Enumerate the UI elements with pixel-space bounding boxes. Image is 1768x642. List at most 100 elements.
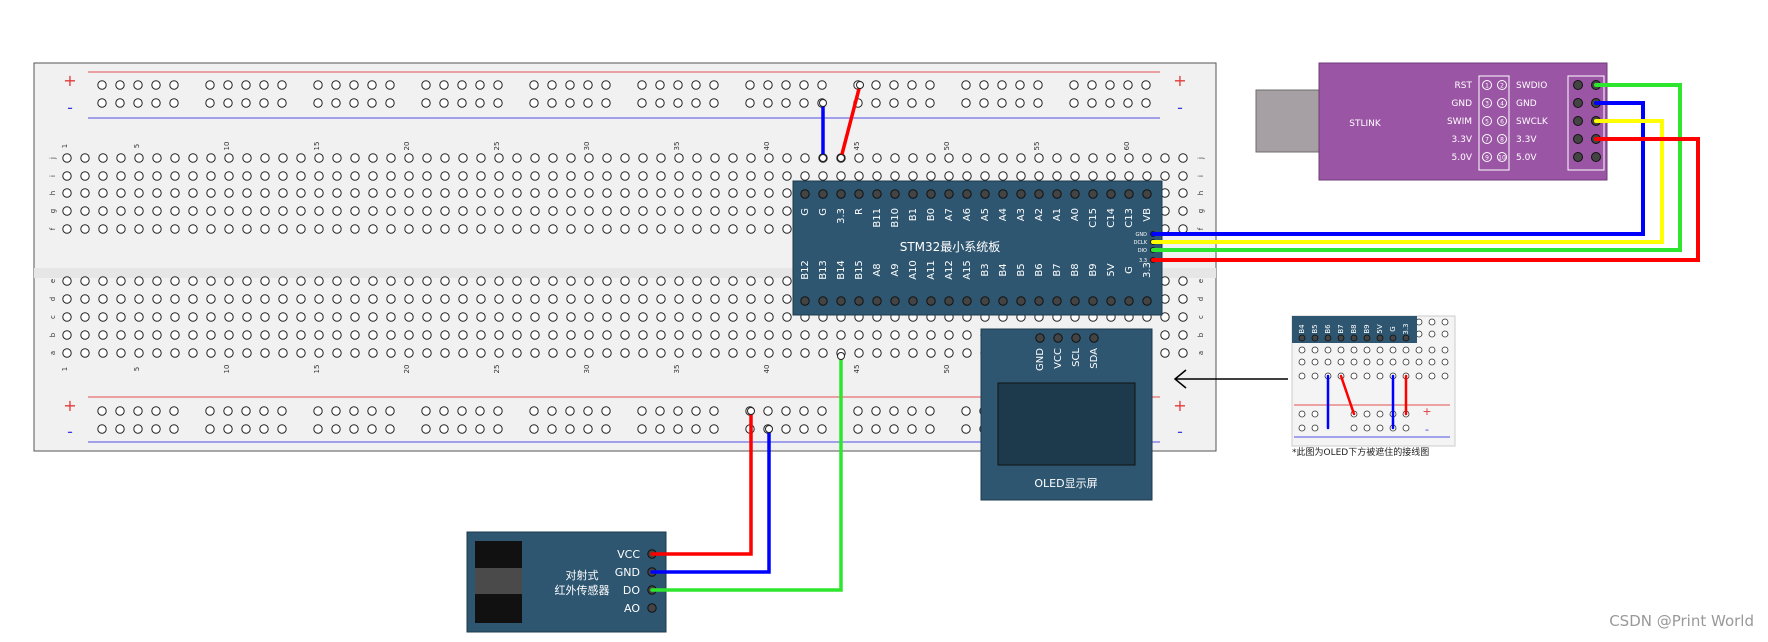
rail-hole <box>277 80 287 90</box>
inset-hole <box>1389 346 1397 354</box>
rail-hole <box>169 406 179 416</box>
rail-hole <box>673 406 683 416</box>
stm32-bottom-pin <box>836 296 846 306</box>
breadboard-hole <box>314 330 324 340</box>
rail-hole <box>169 98 179 108</box>
breadboard-hole <box>386 330 396 340</box>
stm32-top-pin-label: A5 <box>980 208 991 221</box>
stlink-pin-number-ring <box>1497 116 1507 126</box>
breadboard-hole <box>80 348 90 358</box>
breadboard-hole <box>566 153 576 163</box>
row-letter: c <box>1197 315 1205 319</box>
stlink-pin-number-ring <box>1482 80 1492 90</box>
rail-hole <box>349 406 359 416</box>
rail-hole <box>529 424 539 434</box>
stlink-left-label: GND <box>1451 99 1472 109</box>
breadboard-hole <box>476 276 486 286</box>
stlink-pin-number-ring <box>1482 116 1492 126</box>
wire-end-hole <box>765 425 773 433</box>
breadboard-hole <box>80 188 90 198</box>
rail-hole <box>493 98 503 108</box>
column-number-top: 40 <box>763 142 771 151</box>
breadboard-hole <box>458 171 468 181</box>
breadboard-hole <box>188 206 198 216</box>
inset-pin-label: B5 <box>1311 324 1319 333</box>
rail-hole <box>565 80 575 90</box>
breadboard-hole <box>890 171 900 181</box>
breadboard-hole <box>314 171 324 181</box>
column-number-bottom: 30 <box>583 365 591 374</box>
breadboard-hole <box>242 312 252 322</box>
breadboard-hole <box>386 276 396 286</box>
rail-hole <box>115 424 125 434</box>
row-letter: j <box>1197 157 1205 160</box>
breadboard-hole <box>1178 171 1188 181</box>
row-letter: b <box>49 332 57 337</box>
stm32-board-body <box>792 180 1163 316</box>
rail-hole <box>241 406 251 416</box>
breadboard-hole <box>746 224 756 234</box>
rail-hole <box>367 406 377 416</box>
rail-hole <box>457 406 467 416</box>
breadboard-hole <box>764 171 774 181</box>
rail-hole <box>673 424 683 434</box>
breadboard-hole <box>350 276 360 286</box>
stm32-swd-pin-label: GND <box>1136 232 1148 238</box>
breadboard-hole <box>566 348 576 358</box>
stlink-pin-number: 10 <box>1498 155 1506 162</box>
wire-end-hole <box>819 99 827 107</box>
breadboard-hole <box>278 188 288 198</box>
breadboard-hole <box>584 276 594 286</box>
breadboard-hole <box>602 224 612 234</box>
rail-minus-bl: - <box>67 422 73 441</box>
breadboard-hole <box>512 276 522 286</box>
rail-hole <box>655 80 665 90</box>
breadboard-hole <box>782 348 792 358</box>
stlink-pin-number: 7 <box>1485 137 1489 144</box>
breadboard-hole <box>98 188 108 198</box>
oled-pin <box>1071 333 1081 343</box>
stm32-bottom-pin <box>1088 296 1098 306</box>
breadboard-hole <box>1178 153 1188 163</box>
breadboard-hole <box>656 171 666 181</box>
breadboard-hole <box>836 330 846 340</box>
sensor-pin-label: VCC <box>617 548 640 561</box>
breadboard-hole <box>728 188 738 198</box>
breadboard-hole <box>116 312 126 322</box>
rail-hole <box>385 80 395 90</box>
rail-minus-tr: - <box>1177 98 1183 117</box>
breadboard-hole <box>656 153 666 163</box>
stm32-bottom-pin <box>980 296 990 306</box>
breadboard-hole <box>998 171 1008 181</box>
breadboard-hole <box>350 294 360 304</box>
column-number-bottom: 35 <box>673 365 681 374</box>
breadboard-hole <box>602 294 612 304</box>
breadboard-hole <box>224 188 234 198</box>
rail-hole <box>799 98 809 108</box>
column-number-top: 30 <box>583 142 591 151</box>
breadboard-hole <box>80 312 90 322</box>
breadboard-hole <box>764 348 774 358</box>
breadboard-hole <box>674 171 684 181</box>
stm32-bottom-pin-label: B8 <box>1070 263 1081 276</box>
breadboard-hole <box>404 276 414 286</box>
rail-hole <box>781 98 791 108</box>
rail-hole <box>547 424 557 434</box>
rail-hole <box>583 98 593 108</box>
breadboard-hole <box>944 330 954 340</box>
breadboard-hole <box>350 348 360 358</box>
rail-hole <box>583 424 593 434</box>
inset-pin-label: B4 <box>1298 324 1306 334</box>
stlink-pin-number-ring <box>1497 152 1507 162</box>
rail-hole <box>493 424 503 434</box>
breadboard-hole <box>170 188 180 198</box>
stm32-top-pin <box>1088 189 1098 199</box>
stm32-top-pin <box>1070 189 1080 199</box>
wire-end-hole <box>837 154 845 162</box>
oled-pin-label: SDA <box>1089 348 1100 369</box>
rail-hole <box>97 80 107 90</box>
inset-hole <box>1376 346 1384 354</box>
rail-hole <box>1123 98 1133 108</box>
